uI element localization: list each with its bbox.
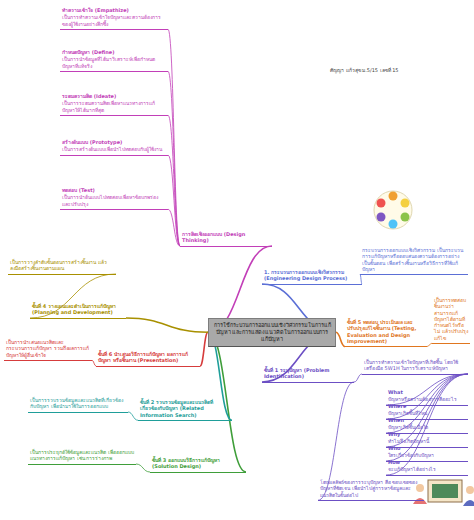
person-head (466, 486, 474, 494)
branch-topic: ขั้นที่ 3 ออกแบบวิธีการแก้ปัญหา (Solutio… (150, 456, 246, 473)
author-note: ศัญญา แก้วสุข ม.5/15 เลขที่ 15 (330, 66, 399, 74)
topic-note: เป็นการสร้างต้นแบบเพื่อนำไปทดสอบกับผู้ใช… (62, 146, 166, 152)
cycle-dot (401, 199, 410, 208)
sub-topic: Howจะแก้ปัญหาได้อย่างไร (386, 458, 468, 476)
branch-connector (386, 374, 468, 447)
topic-note: เป็นการระดมความคิดเพื่อหาแนวทางการแก้ปัญ… (62, 100, 166, 113)
topic-text: ขั้นที่ 3 ออกแบบวิธีการแก้ปัญหา (Solutio… (152, 457, 244, 470)
topic-note: เป็นการทำความเข้าใจปัญหาและความต้องการขอ… (62, 14, 166, 27)
topic-text: การคิดเชิงออกแบบ (Design Thinking) (182, 231, 270, 244)
topic-text: ทำความเข้าใจ (Empathize) (62, 7, 166, 13)
person-body (413, 498, 427, 504)
sub-topic: เป็นการทำความเข้าใจปัญหาที่เกิดขึ้น โดยใ… (362, 358, 468, 375)
branch-connector (168, 71, 180, 246)
branch-connector (386, 374, 468, 461)
topic-text: เป็นการวางลำดับขั้นตอนการสร้างชิ้นงาน แล… (10, 259, 114, 272)
topic-text: How (388, 459, 466, 465)
branch-connector (168, 115, 180, 246)
branch-topic: ขั้นที่ 2 รวบรวมข้อมูลและแนวคิดที่เกี่ยว… (138, 398, 232, 421)
branch-connector (200, 332, 208, 366)
topic-text: ระดมความคิด (Ideate) (62, 93, 166, 99)
sub-topic: กระบวนการออกแบบเชิงวิศวกรรม เป็นกระบวนกา… (360, 246, 468, 275)
branch-connector (168, 209, 180, 246)
person-head (416, 484, 424, 492)
topic-text: Why (388, 431, 466, 437)
topic-text: ขั้นที่ 1 ระบุปัญหา (Problem Identificat… (264, 367, 352, 380)
topic-text: กระบวนการออกแบบเชิงวิศวกรรม เป็นกระบวนกา… (362, 247, 466, 272)
branch-topic: ขั้นที่ 5 ทดสอบ ประเมินผล และปรับปรุงแก้… (345, 318, 427, 347)
cycle-dot (377, 199, 386, 208)
topic-text: ขั้นที่ 4 วางแผนและดำเนินการแก้ปัญหา (Pl… (32, 303, 124, 316)
branch-connector (168, 155, 180, 246)
topic-text: Where (388, 403, 466, 409)
topic-text: เป็นการประยุกต์ใช้ข้อมูลและแนวคิด เพื่ออ… (30, 449, 134, 462)
sub-topic: เป็นการนำเสนอแนวคิดและกระบวนการแก้ปัญหา … (4, 338, 92, 361)
sub-topic: กำหนดปัญหา (Define)เป็นการนำข้อมูลที่ได้… (60, 48, 168, 72)
branch-connector (126, 318, 208, 332)
branch-topic: 1. กระบวนการออกแบบเชิงวิศวกรรม (Engineer… (262, 268, 362, 285)
board (428, 480, 462, 502)
sub-topic: Whenปัญหาเกิดขึ้นเมื่อใด (386, 416, 468, 434)
topic-text: ทดสอบ (Test) (62, 187, 166, 193)
cycle-dot (389, 220, 398, 229)
topic-text: เป็นการนำเสนอแนวคิดและกระบวนการแก้ปัญหา … (6, 339, 90, 358)
topic-text: สร้างต้นแบบ (Prototype) (62, 139, 166, 145)
branch-topic: ขั้นที่ 1 ระบุปัญหา (Problem Identificat… (262, 366, 354, 383)
branch-connector (386, 374, 468, 419)
sub-topic: Whereปัญหาเกิดขึ้นที่ไหน (386, 402, 468, 420)
central-topic: การใช้กระบวนการออกแบบเชิงวิศวกรรมในการแก… (208, 318, 336, 347)
topic-note: เป็นการนำข้อมูลที่ได้มาวิเคราะห์เพื่อกำห… (62, 56, 166, 69)
sub-topic: เป็นการวางลำดับขั้นตอนการสร้างชิ้นงาน แล… (8, 258, 116, 275)
topic-note: จะแก้ปัญหาได้อย่างไร (388, 466, 466, 472)
topic-text: ขั้นที่ 2 รวบรวมข้อมูลและแนวคิดที่เกี่ยว… (140, 399, 230, 418)
cycle-illustration (374, 191, 412, 229)
cycle-dot (377, 213, 386, 222)
sub-topic: เป็นการรวบรวมข้อมูลและแนวคิดที่เกี่ยวข้อ… (28, 396, 128, 413)
sub-topic: เป็นการทดสอบชิ้นงานว่าสามารถแก้ปัญหาได้ต… (432, 296, 470, 344)
topic-text: เป็นการทดสอบชิ้นงานว่าสามารถแก้ปัญหาได้ต… (434, 297, 468, 341)
branch-connector (354, 374, 362, 382)
branch-topic: การคิดเชิงออกแบบ (Design Thinking) (180, 230, 272, 247)
branch-connector (386, 374, 468, 475)
topic-text: กำหนดปัญหา (Define) (62, 49, 166, 55)
person-body (463, 500, 474, 506)
cycle-ring (374, 191, 412, 229)
topic-text: What (388, 389, 466, 395)
branch-connector (136, 464, 150, 472)
sub-topic: โดยผลลัพธ์ของการระบุปัญหา คือ ขอบเขตของป… (318, 478, 424, 501)
topic-text: เป็นการทำความเข้าใจปัญหาที่เกิดขึ้น โดยใ… (364, 359, 466, 372)
sub-topic: สร้างต้นแบบ (Prototype)เป็นการสร้างต้นแบ… (60, 138, 168, 156)
branch-topic: ขั้นที่ 4 วางแผนและดำเนินการแก้ปัญหา (Pl… (30, 302, 126, 319)
topic-text: When (388, 417, 466, 423)
branch-topic: ขั้นที่ 6 นำเสนอวิธีการแก้ปัญหา ผลการแก้… (96, 350, 200, 367)
branch-connector (208, 332, 246, 472)
sub-topic: เป็นการประยุกต์ใช้ข้อมูลและแนวคิด เพื่ออ… (28, 448, 136, 465)
sub-topic: ระดมความคิด (Ideate)เป็นการระดมความคิดเพ… (60, 92, 168, 116)
topic-text: Who (388, 445, 466, 451)
topic-text: ขั้นที่ 5 ทดสอบ ประเมินผล และปรับปรุงแก้… (347, 319, 425, 344)
branch-connector (168, 29, 180, 246)
topic-text: เป็นการรวบรวมข้อมูลและแนวคิดที่เกี่ยวข้อ… (30, 397, 126, 410)
cycle-dot (401, 213, 410, 222)
branch-connector (386, 374, 468, 405)
sub-topic: ทำความเข้าใจ (Empathize)เป็นการทำความเข้… (60, 6, 168, 30)
sub-topic: Whoใครเกี่ยวข้องกับปัญหา (386, 444, 468, 462)
branch-connector (336, 332, 345, 346)
topic-text: การใช้กระบวนการออกแบบเชิงวิศวกรรมในการแก… (213, 322, 331, 343)
topic-note: เป็นการนำต้นแบบไปทดสอบเพื่อหาข้อบกพร่องแ… (62, 194, 166, 207)
sub-topic: Whyทำไมจึงเกิดปัญหานี้ (386, 430, 468, 448)
sub-topic: Whatปัญหาหรือความต้องการคืออะไร (386, 388, 468, 406)
cycle-dot (389, 192, 398, 201)
topic-text: โดยผลลัพธ์ของการระบุปัญหา คือ ขอบเขตของป… (320, 479, 422, 498)
topic-text: ขั้นที่ 6 นำเสนอวิธีการแก้ปัญหา ผลการแก้… (98, 351, 198, 364)
board-screen (432, 484, 458, 498)
topic-text: 1. กระบวนการออกแบบเชิงวิศวกรรม (Engineer… (264, 269, 360, 282)
sub-topic: ทดสอบ (Test)เป็นการนำต้นแบบไปทดสอบเพื่อห… (60, 186, 168, 210)
branch-connector (360, 275, 362, 285)
branch-connector (128, 412, 138, 420)
presentation-illustration (413, 480, 474, 506)
